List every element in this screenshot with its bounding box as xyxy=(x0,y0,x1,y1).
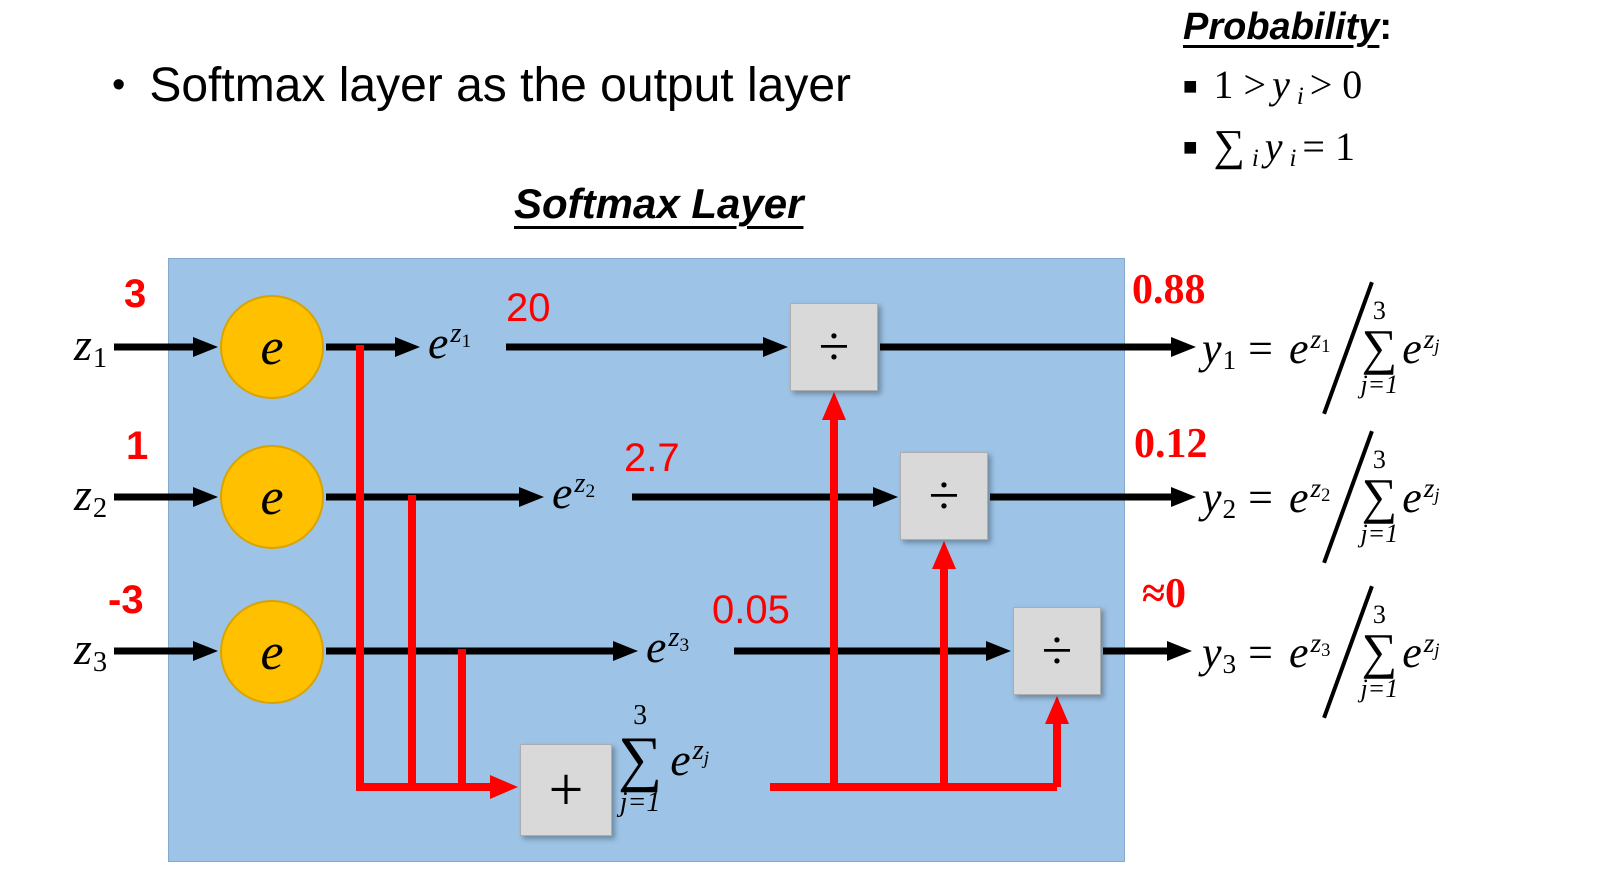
slide-heading: Softmax layer as the output layer xyxy=(149,59,852,112)
input-value-1: 3 xyxy=(124,272,147,316)
sum-sigma: 3 ∑ j=1 xyxy=(618,700,663,818)
input-value-2: 1 xyxy=(126,424,149,468)
input-z1-label: z1 xyxy=(74,319,108,374)
output-value-2: 0.12 xyxy=(1134,421,1208,467)
exp-value-2: 2.7 xyxy=(624,436,680,480)
exp-node-2: e xyxy=(220,445,324,549)
probability-title: Probability: xyxy=(1183,6,1393,48)
square-bullet-icon: ■ xyxy=(1183,72,1198,100)
exp-value-3: 0.05 xyxy=(712,588,790,632)
output-formula-3: y3 = ez3 3 ∑ j=1 ezj xyxy=(1202,582,1440,722)
formula-sigma: 3 ∑ j=1 xyxy=(1360,296,1399,399)
output-formula-2: y2 = ez2 3 ∑ j=1 ezj xyxy=(1202,427,1440,567)
output-value-3: ≈0 xyxy=(1142,571,1187,617)
input-z3-label: z3 xyxy=(74,623,108,678)
exp-node-1: e xyxy=(220,295,324,399)
input-value-3: -3 xyxy=(108,578,144,622)
slide-heading-line: • Softmax layer as the output layer xyxy=(112,58,851,113)
exp-label-1: ez1 xyxy=(428,317,472,368)
softmax-panel xyxy=(168,258,1125,862)
formula-sigma: 3 ∑ j=1 xyxy=(1360,600,1399,703)
output-value-1: 0.88 xyxy=(1132,267,1206,313)
sum-expression: 3 ∑ j=1 ezj xyxy=(618,702,709,817)
divide-box-2: ÷ xyxy=(900,452,988,540)
diagram-title: Softmax Layer xyxy=(514,180,804,227)
exp-value-1: 20 xyxy=(506,286,551,330)
output-formula-1: y1 = ez1 3 ∑ j=1 ezj xyxy=(1202,278,1440,418)
exp-node-3: e xyxy=(220,600,324,704)
formula-sigma: 3 ∑ j=1 xyxy=(1360,445,1399,548)
divide-box-1: ÷ xyxy=(790,303,878,391)
exp-label-2: ez2 xyxy=(552,467,596,518)
input-z2-label: z2 xyxy=(74,469,108,524)
square-bullet-icon: ■ xyxy=(1183,133,1198,161)
divide-box-3: ÷ xyxy=(1013,607,1101,695)
sum-exp-term: ezj xyxy=(670,733,710,785)
bullet-icon: • xyxy=(112,64,126,106)
exp-label-3: ez3 xyxy=(646,621,690,672)
plus-box: + xyxy=(520,744,612,836)
